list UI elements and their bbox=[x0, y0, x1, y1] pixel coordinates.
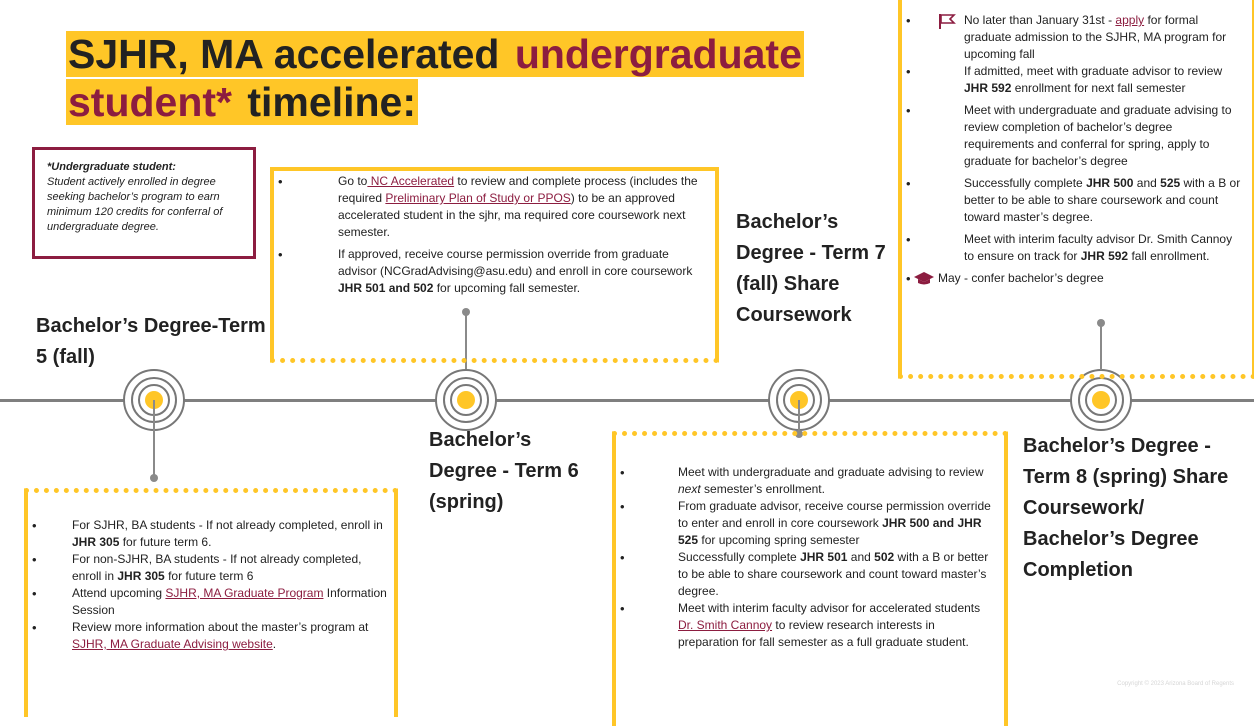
term-6-heading: Bachelor’s Degree - Term 6 (spring) bbox=[429, 429, 579, 513]
list-item: Successfully complete JHR 500 and 525 wi… bbox=[902, 175, 1244, 226]
nc-accelerated-link[interactable]: NC Accelerated bbox=[367, 174, 455, 188]
connector-dot bbox=[1097, 319, 1105, 327]
term-5-task-list: For SJHR, BA students - If not already c… bbox=[28, 517, 394, 653]
connector-line bbox=[1100, 324, 1102, 370]
graduate-advising-website-link[interactable]: SJHR, MA Graduate Advising website bbox=[72, 637, 273, 651]
term-7-tasks-box: No later than January 31st - apply for f… bbox=[898, 0, 1254, 379]
list-item: For non-SJHR, BA students - If not alrea… bbox=[28, 551, 394, 585]
connector-line bbox=[153, 400, 155, 478]
list-item: Meet with interim faculty advisor for ac… bbox=[616, 600, 992, 651]
accelerated-task-list: Go to NC Accelerated to review and compl… bbox=[274, 173, 715, 297]
connector-line bbox=[798, 400, 800, 433]
definition-heading: *Undergraduate student: bbox=[47, 161, 176, 173]
grad-advising-email: NCGradAdvising@asu.edu bbox=[384, 264, 529, 278]
timeline-line bbox=[0, 399, 1254, 402]
list-item: No later than January 31st - apply for f… bbox=[902, 12, 1244, 63]
list-item: Meet with interim faculty advisor Dr. Sm… bbox=[902, 231, 1244, 265]
title-part-2: undergraduate bbox=[512, 31, 804, 77]
title-part-4: timeline: bbox=[234, 79, 418, 125]
graduation-cap-icon bbox=[914, 272, 934, 285]
term-6-tasks-box: Meet with undergraduate and graduate adv… bbox=[612, 431, 1008, 726]
accelerated-approval-box: Go to NC Accelerated to review and compl… bbox=[270, 167, 719, 363]
list-item: Meet with undergraduate and graduate adv… bbox=[902, 102, 1244, 170]
list-item: Review more information about the master… bbox=[28, 619, 394, 653]
term-7-heading: Bachelor’s Degree - Term 7 (fall) Share … bbox=[736, 211, 886, 326]
list-item: For SJHR, BA students - If not already c… bbox=[28, 517, 394, 551]
definition-text: Student actively enrolled in degree seek… bbox=[47, 176, 223, 233]
dr-smith-cannoy-link[interactable]: Dr. Smith Cannoy bbox=[678, 618, 773, 632]
list-item: Meet with undergraduate and graduate adv… bbox=[616, 464, 992, 498]
apply-link[interactable]: apply bbox=[1115, 13, 1145, 27]
page-title: SJHR, MA accelerated undergraduate stude… bbox=[66, 30, 856, 126]
connector-line bbox=[465, 313, 467, 369]
ppos-link[interactable]: Preliminary Plan of Study or PPOS bbox=[385, 191, 571, 205]
timeline-node-icon bbox=[1070, 369, 1132, 431]
term-6-task-list: Meet with undergraduate and graduate adv… bbox=[616, 464, 1004, 651]
term-5-tasks-box: For SJHR, BA students - If not already c… bbox=[24, 488, 398, 717]
term-5-heading: Bachelor’s Degree-Term 5 (fall) bbox=[36, 315, 266, 368]
list-item: Successfully complete JHR 501 and 502 wi… bbox=[616, 549, 992, 600]
list-item: If approved, receive course permission o… bbox=[274, 246, 709, 297]
term-8-heading: Bachelor’s Degree - Term 8 (spring) Shar… bbox=[1023, 435, 1229, 581]
list-item: Go to NC Accelerated to review and compl… bbox=[274, 173, 709, 241]
copyright-footer: Copyright © 2023 Arizona Board of Regent… bbox=[1117, 681, 1234, 687]
flag-icon bbox=[939, 14, 956, 29]
list-item: May - confer bachelor’s degree bbox=[902, 270, 1244, 287]
list-item: From graduate advisor, receive course pe… bbox=[616, 498, 992, 549]
title-part-1: SJHR, MA accelerated bbox=[66, 31, 513, 77]
title-part-3: student* bbox=[66, 79, 234, 125]
undergraduate-definition-box: *Undergraduate student: Student actively… bbox=[32, 147, 256, 259]
list-item: If admitted, meet with graduate advisor … bbox=[902, 63, 1244, 97]
ma-graduate-program-link[interactable]: SJHR, MA Graduate Program bbox=[165, 586, 324, 600]
connector-dot bbox=[150, 474, 158, 482]
timeline-node-icon bbox=[435, 369, 497, 431]
connector-dot bbox=[462, 308, 470, 316]
term-7-task-list: No later than January 31st - apply for f… bbox=[902, 12, 1252, 287]
list-item: Attend upcoming SJHR, MA Graduate Progra… bbox=[28, 585, 394, 619]
